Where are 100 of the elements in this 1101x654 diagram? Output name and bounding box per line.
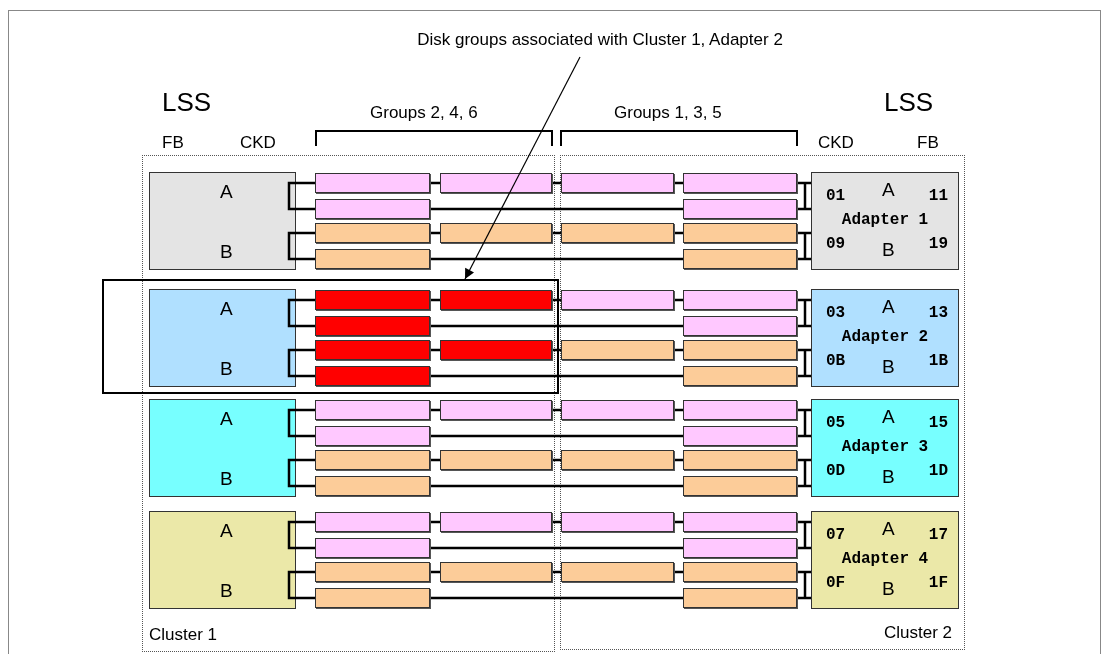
- lss-number: 15: [928, 414, 948, 432]
- cable-line: [674, 231, 683, 235]
- adapter-label: Adapter 1: [840, 211, 930, 229]
- cable-line: [296, 207, 315, 211]
- cable-line: [296, 546, 315, 550]
- lss-number: 13: [928, 304, 948, 322]
- format-label: CKD: [240, 134, 276, 153]
- cable-line: [674, 570, 683, 574]
- format-label: FB: [162, 134, 184, 153]
- group-heading: Groups 2, 4, 6: [370, 104, 478, 123]
- cable-line: [430, 520, 440, 524]
- loop-label: A: [220, 181, 233, 203]
- cable-line: [296, 374, 315, 378]
- lss-number: 0F: [826, 574, 846, 592]
- loop-label: A: [220, 520, 233, 542]
- cable-line: [552, 520, 561, 524]
- loop-label: B: [882, 239, 895, 261]
- cable-line: [552, 181, 561, 185]
- cable-line: [674, 181, 683, 185]
- loop-label: A: [882, 518, 895, 540]
- adapter-box: [811, 172, 959, 270]
- cable-line: [797, 596, 811, 600]
- cable-line: [430, 324, 683, 328]
- cable-line: [674, 348, 683, 352]
- cable-line: [296, 458, 315, 462]
- cable-line: [430, 181, 440, 185]
- adapter-box: [149, 289, 296, 387]
- lss-number: 03: [826, 304, 846, 322]
- cable-line: [296, 181, 315, 185]
- cable-line: [430, 408, 440, 412]
- lss-heading: LSS: [884, 88, 934, 117]
- cable-line: [797, 374, 811, 378]
- loop-label: B: [220, 468, 233, 490]
- lss-number: 07: [826, 526, 846, 544]
- cable-line: [296, 408, 315, 412]
- cable-line: [797, 257, 811, 261]
- cable-line: [797, 520, 811, 524]
- cable-line: [296, 231, 315, 235]
- cable-line: [430, 570, 440, 574]
- adapter-box: [811, 511, 959, 609]
- cable-line: [674, 520, 683, 524]
- cluster-panel: [560, 155, 965, 650]
- loop-label: A: [882, 406, 895, 428]
- cable-line: [296, 520, 315, 524]
- cable-line: [797, 570, 811, 574]
- cable-line: [430, 484, 683, 488]
- adapter-box: [811, 289, 959, 387]
- callout-text: Disk groups associated with Cluster 1, Adapter 2: [385, 30, 815, 54]
- cable-line: [296, 484, 315, 488]
- cable-line: [430, 596, 683, 600]
- lss-number: 19: [928, 235, 948, 253]
- loop-label: A: [882, 179, 895, 201]
- cable-line: [674, 408, 683, 412]
- lss-number: 1D: [928, 462, 948, 480]
- cable-line: [797, 546, 811, 550]
- loop-label: B: [882, 578, 895, 600]
- loop-label: A: [220, 408, 233, 430]
- cable-line: [797, 324, 811, 328]
- lss-number: 17: [928, 526, 948, 544]
- cable-line: [797, 458, 811, 462]
- group-heading: Groups 1, 3, 5: [614, 104, 722, 123]
- cable-line: [430, 434, 683, 438]
- cable-line: [296, 434, 315, 438]
- cable-line: [430, 207, 683, 211]
- cable-line: [296, 324, 315, 328]
- cable-line: [296, 298, 315, 302]
- lss-number: 09: [826, 235, 846, 253]
- cable-line: [430, 298, 440, 302]
- cable-line: [797, 348, 811, 352]
- loop-label: B: [220, 358, 233, 380]
- loop-label: A: [220, 298, 233, 320]
- cable-line: [552, 570, 561, 574]
- cable-line: [430, 546, 683, 550]
- cable-line: [430, 458, 440, 462]
- adapter-box: [149, 399, 296, 497]
- loop-label: B: [220, 241, 233, 263]
- cable-line: [296, 348, 315, 352]
- loop-label: A: [882, 296, 895, 318]
- cable-line: [552, 458, 561, 462]
- adapter-label: Adapter 2: [840, 328, 930, 346]
- format-label: CKD: [818, 134, 854, 153]
- cluster-label: Cluster 1: [149, 625, 218, 645]
- cable-line: [797, 298, 811, 302]
- lss-number: 0D: [826, 462, 846, 480]
- loop-label: B: [882, 356, 895, 378]
- cable-line: [296, 257, 315, 261]
- cable-line: [430, 374, 683, 378]
- lss-number: 11: [928, 187, 948, 205]
- cable-line: [797, 484, 811, 488]
- cable-line: [552, 348, 561, 352]
- cluster-panel: [142, 155, 555, 652]
- cluster-label: Cluster 2: [883, 623, 952, 643]
- loop-label: B: [220, 580, 233, 602]
- cable-line: [797, 231, 811, 235]
- lss-heading: LSS: [162, 88, 212, 117]
- lss-number: 01: [826, 187, 846, 205]
- cable-line: [797, 408, 811, 412]
- cable-line: [797, 207, 811, 211]
- adapter-label: Adapter 3: [840, 438, 930, 456]
- lss-number: 05: [826, 414, 846, 432]
